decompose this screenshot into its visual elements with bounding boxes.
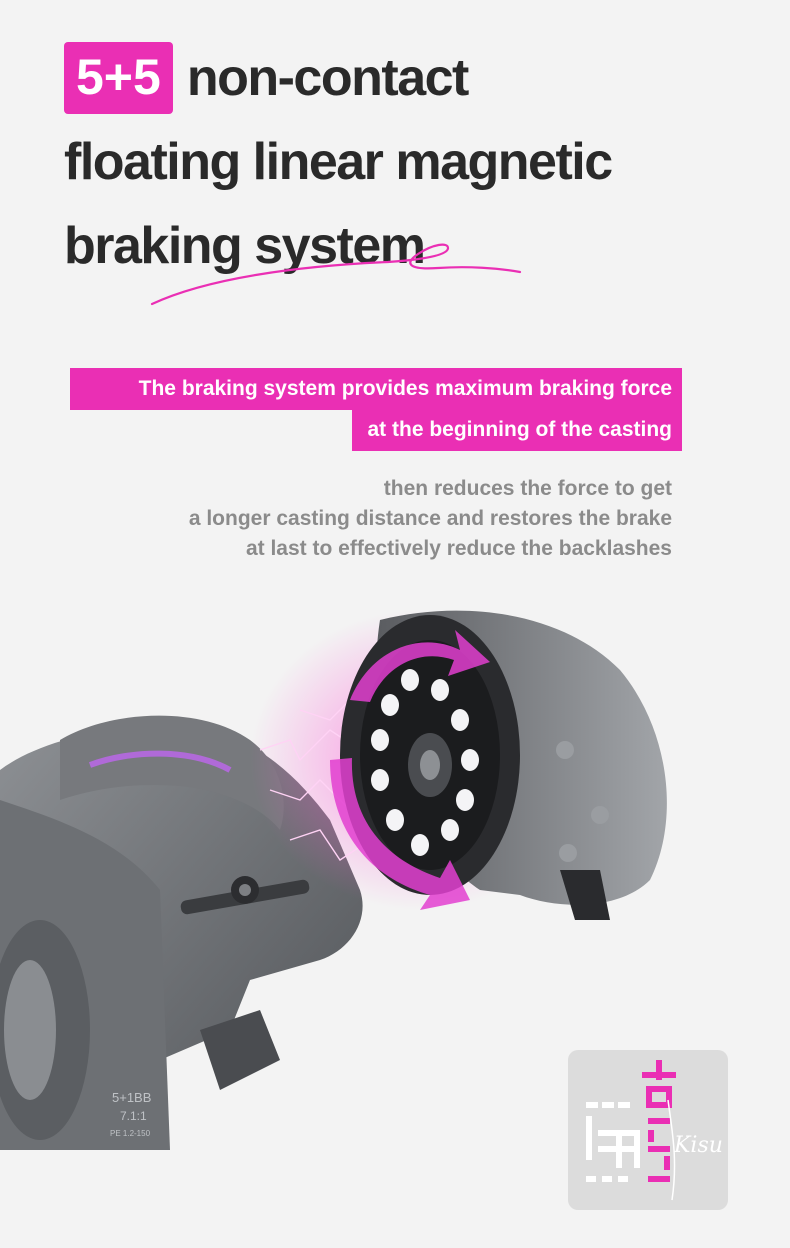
brand-logo: Kisu xyxy=(568,1050,728,1210)
brand-logo-mark: Kisu xyxy=(586,1060,723,1201)
reel-label-line-1: 5+1BB xyxy=(112,1090,151,1105)
headline-line-1-text: non-contact xyxy=(186,49,470,107)
headline-badge: 5+5 xyxy=(64,42,173,114)
headline: 5+5 non-contact floating linear magnetic… xyxy=(64,36,764,288)
highlight-block: The braking system provides maximum brak… xyxy=(70,368,682,451)
reel-label-line-3: PE 1.2-150 xyxy=(110,1129,151,1138)
swoosh-underline-decoration xyxy=(150,243,522,306)
headline-line-2: floating linear magnetic xyxy=(64,133,613,191)
highlight-line-1: The braking system provides maximum brak… xyxy=(70,368,682,410)
description-line-1: then reduces the force to get xyxy=(383,477,672,500)
headline-line-3: braking system xyxy=(64,217,426,275)
fishing-reel-illustration: 5+1BB 7.1:1 PE 1.2-150 xyxy=(0,610,667,1150)
reel-label-line-2: 7.1:1 xyxy=(120,1109,147,1123)
headline-line-1: 5+5 non-contact xyxy=(64,36,764,120)
rotation-arrows xyxy=(330,630,490,910)
brake-cap xyxy=(340,610,667,920)
description-line-3: at last to effectively reduce the backla… xyxy=(245,537,672,560)
brand-signature: Kisu xyxy=(673,1133,723,1158)
description-line-2: a longer casting distance and restores t… xyxy=(188,507,672,530)
highlight-line-2: at the beginning of the casting xyxy=(351,409,682,451)
description-block: then reduces the force to get a longer c… xyxy=(189,474,672,564)
